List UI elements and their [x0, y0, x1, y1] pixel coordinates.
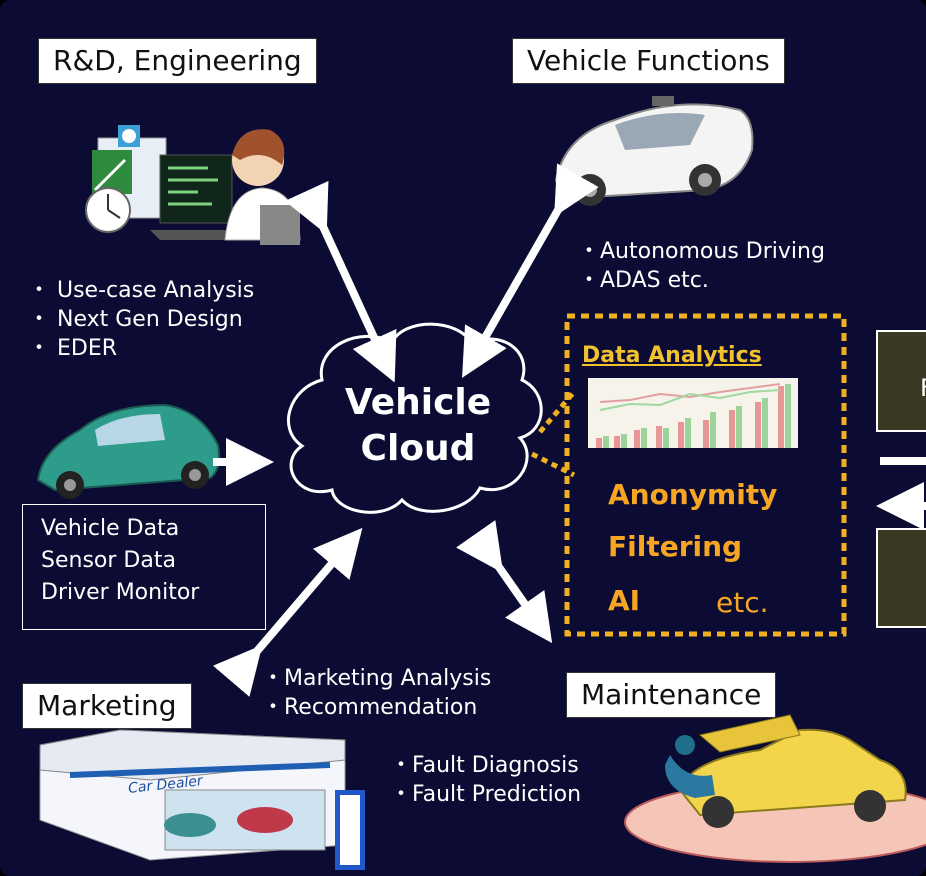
vf-bullet-list: ・Autonomous Driving ・ADAS etc. [578, 237, 825, 295]
connector-dotted-top [538, 390, 576, 434]
marketing-bullet-item: ・Marketing Analysis [262, 666, 492, 691]
vehicle-functions-label: Vehicle Functions [512, 38, 785, 84]
engineer-illustration [85, 125, 301, 245]
right-box-partial-bottom [876, 528, 926, 628]
data-analytics-title: Data Analytics [582, 343, 762, 368]
marketing-label: Marketing [22, 683, 192, 729]
cloud-text-line2: Cloud [360, 428, 476, 469]
maintenance-bullet-list: ・Fault Diagnosis ・Fault Prediction [390, 751, 581, 809]
vf-bullet-item: ・ADAS etc. [578, 268, 709, 293]
maintenance-illustration [624, 714, 926, 863]
arrow-marketing-cloud [212, 527, 363, 697]
rd-bullet-list: ・ Use-case Analysis ・ Next Gen Design ・ … [28, 276, 254, 363]
rd-engineering-label: R&D, Engineering [38, 38, 317, 84]
right-box-partial-text: F [920, 374, 926, 402]
marketing-bullet-list: ・Marketing Analysis ・Recommendation [262, 664, 491, 722]
analytics-item-filtering: Filtering [608, 530, 743, 563]
arrows-group [212, 163, 926, 697]
vehicle-data-item: Vehicle Data [41, 516, 180, 541]
arrow-maintenance-cloud [455, 520, 553, 644]
green-car-illustration [36, 403, 220, 499]
car-dealer-illustration [39, 729, 365, 870]
cloud-text-line1: Vehicle [344, 382, 492, 423]
rd-bullet-item: ・ EDER [28, 336, 118, 361]
arrow-rd-cloud [284, 180, 397, 383]
arrow-vf-cloud [462, 163, 599, 378]
maintenance-bullet-item: ・Fault Prediction [390, 782, 582, 807]
rd-bullet-item: ・ Next Gen Design [28, 307, 243, 332]
vehicle-data-box: Vehicle Data Sensor Data Driver Monitor [22, 504, 266, 630]
right-box-partial-top: F [876, 330, 926, 432]
connector-dotted-bottom [530, 451, 576, 478]
maintenance-label: Maintenance [566, 672, 777, 718]
autonomous-car-illustration [554, 96, 754, 206]
analytics-item-anonymity: Anonymity [608, 478, 778, 511]
analytics-item-ai: AI [608, 584, 641, 617]
vf-bullet-item: ・Autonomous Driving [578, 239, 825, 264]
vehicle-data-item: Driver Monitor [41, 580, 200, 605]
rd-bullet-item: ・ Use-case Analysis [28, 278, 255, 303]
analytics-etc: etc. [716, 586, 769, 619]
marketing-bullet-item: ・Recommendation [262, 695, 478, 720]
analytics-chart-icon [588, 378, 798, 448]
data-analytics-frame [564, 313, 847, 637]
maintenance-bullet-item: ・Fault Diagnosis [390, 753, 579, 778]
vehicle-data-item: Sensor Data [41, 548, 176, 573]
